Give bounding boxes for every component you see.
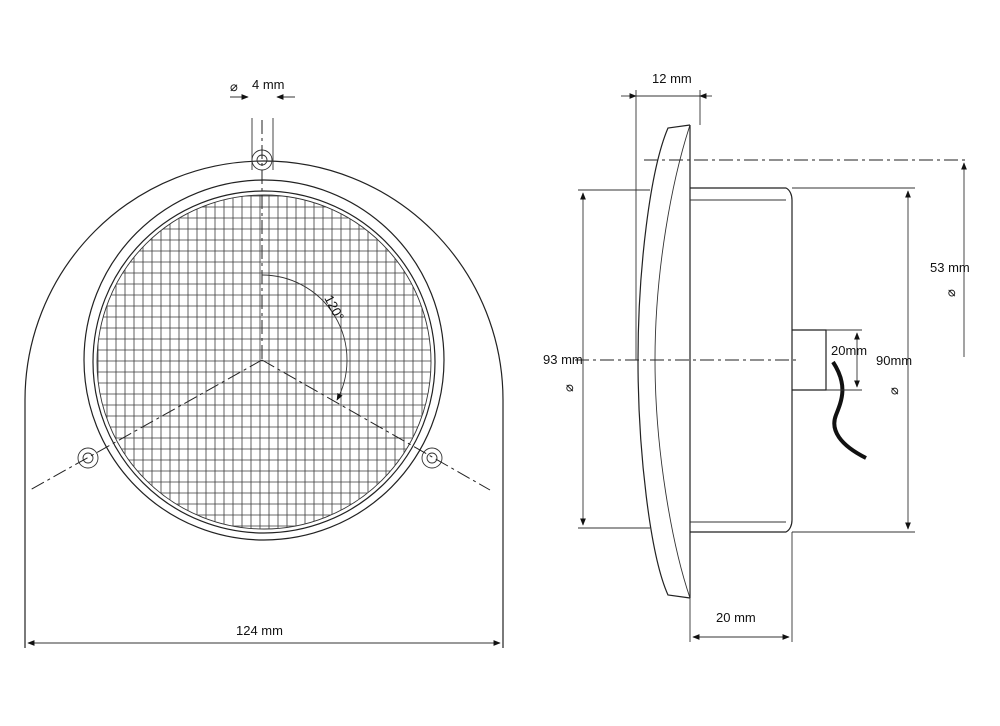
mounting-hole-left (77, 447, 99, 469)
inner-ring-inner (92, 190, 436, 534)
cable (831, 360, 867, 460)
inner-ring-outer (83, 179, 445, 541)
side-flange (637, 124, 691, 599)
angle-arc (261, 274, 348, 401)
cable-stub (792, 329, 827, 391)
width-label: 124 mm (236, 623, 283, 638)
flange-thickness-label: 12 mm (652, 71, 692, 86)
side-view: 12 mm 93 mm ⌀ 90mm ⌀ 20mm 53 mm ⌀ 20 mm (543, 71, 970, 642)
angle-label: 120° (321, 292, 347, 323)
cable-diameter-label: 53 mm (930, 260, 970, 275)
flange-diameter-label: 93 mm (543, 352, 583, 367)
cable-offset-label: 20mm (831, 343, 867, 358)
hole-diameter-symbol: ⌀ (230, 79, 238, 94)
body-depth-label: 20 mm (716, 610, 756, 625)
hole-diameter-label: 4 mm (252, 77, 285, 92)
side-body (690, 187, 793, 533)
front-view: 120° ⌀ 4 mm 124 mm (24, 77, 504, 648)
cable-diameter-symbol: ⌀ (943, 289, 958, 297)
body-diameter-label: 90mm (876, 353, 912, 368)
grille-edge (96, 194, 432, 530)
flange-outline (24, 160, 504, 401)
mounting-hole-right (421, 447, 443, 469)
body-diameter-symbol: ⌀ (886, 387, 901, 395)
flange-diameter-symbol: ⌀ (561, 384, 576, 392)
